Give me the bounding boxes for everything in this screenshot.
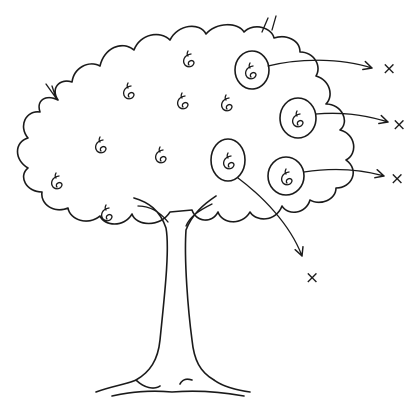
fruit-4 <box>222 95 232 111</box>
fruit-3 <box>178 93 188 109</box>
circled-fruit-2 <box>280 98 316 138</box>
arrow-4 <box>238 178 302 256</box>
fruit-5 <box>96 137 106 153</box>
tree-roots <box>96 379 250 396</box>
fruit-2 <box>124 83 134 99</box>
circled-fruit-4 <box>211 139 245 181</box>
fruit-1 <box>184 51 194 67</box>
marker-4: × <box>305 268 319 288</box>
circled-fruit-1 <box>235 51 269 89</box>
fruit-7 <box>52 173 62 189</box>
arrow-1 <box>268 60 372 68</box>
arrow-3 <box>304 169 384 176</box>
tree-trunk-left <box>134 198 167 380</box>
tree-trunk-right <box>185 196 216 380</box>
fruit-6 <box>156 147 166 163</box>
circled-fruit-3 <box>268 157 304 195</box>
fruit-8 <box>102 205 112 221</box>
arrow-2 <box>316 113 388 122</box>
tree-canopy <box>18 25 354 224</box>
marker-2: × <box>392 115 406 135</box>
marker-1: × <box>382 59 396 79</box>
marker-3: × <box>390 169 404 189</box>
